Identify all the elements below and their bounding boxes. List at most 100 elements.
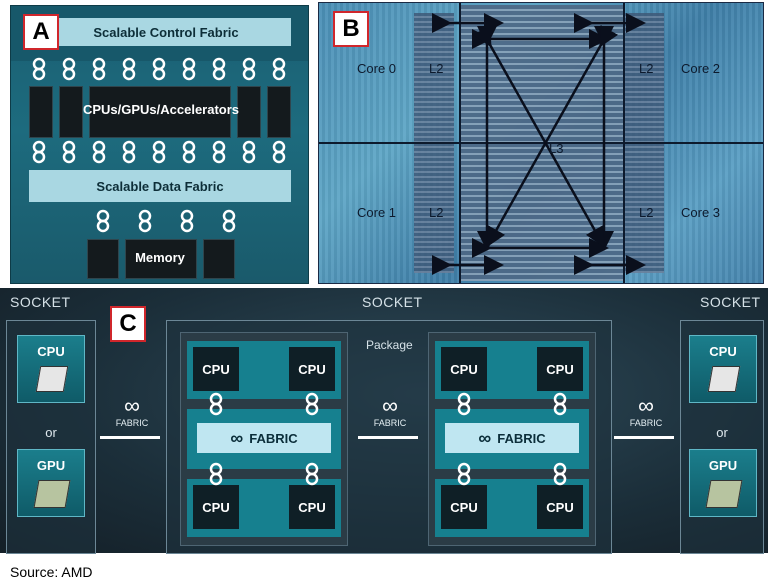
fabric-link-left: ∞ FABRIC <box>98 393 166 439</box>
cpu-chip-icon <box>35 366 69 392</box>
die-divider-left <box>459 3 461 283</box>
core0-label: Core 0 <box>357 61 397 76</box>
fabric-link-right: ∞ FABRIC <box>612 393 680 439</box>
compute-block <box>59 86 83 138</box>
link-row-2 <box>32 140 286 164</box>
gpu-card-label: GPU <box>708 458 738 473</box>
panel-b: Core 0 L2 L2 Core 2 L3 Core 1 L2 L2 Core… <box>318 2 764 284</box>
double-arrow-icon <box>614 436 674 439</box>
die-divider-right <box>623 3 625 283</box>
badge-c: C <box>110 306 146 342</box>
core2-label: Core 2 <box>681 61 721 76</box>
link-icon <box>553 462 567 486</box>
socket-left: CPU or GPU <box>6 320 96 554</box>
link-icon <box>209 462 223 486</box>
cpu-card-label: CPU <box>709 344 737 359</box>
infinity-icon: ∞ <box>230 427 244 448</box>
cpu-block: CPU <box>537 485 583 529</box>
package-links <box>209 392 319 486</box>
fabric-link-label: FABRIC <box>373 418 407 428</box>
link-icon <box>553 392 567 416</box>
compute-block <box>237 86 261 138</box>
l2-label: L2 <box>639 205 654 220</box>
double-arrow-icon <box>100 436 160 439</box>
link-icon <box>222 209 236 233</box>
link-icon <box>182 57 196 81</box>
socket-title-right: SOCKET <box>700 294 761 310</box>
cpu-block: CPU <box>193 347 239 391</box>
badge-a: A <box>23 14 59 50</box>
gpu-card-label: GPU <box>36 458 66 473</box>
link-row-3 <box>96 209 236 233</box>
cpu-card: CPU <box>17 335 85 403</box>
package-2: CPU CPU ∞ FABRIC CPU CPU <box>428 332 596 546</box>
link-icon <box>209 392 223 416</box>
fabric-link-label: FABRIC <box>115 418 149 428</box>
memory-block <box>203 239 235 279</box>
gpu-chip-icon <box>33 480 71 508</box>
link-icon <box>180 209 194 233</box>
infinity-icon: ∞ <box>478 427 492 448</box>
link-icon <box>122 140 136 164</box>
link-icon <box>272 57 286 81</box>
link-icon <box>32 57 46 81</box>
data-fabric-bar: Scalable Data Fabric <box>29 170 291 202</box>
gpu-card: GPU <box>689 449 757 517</box>
source-caption: Source: AMD <box>10 564 93 580</box>
link-icon <box>152 140 166 164</box>
l3-label: L3 <box>549 141 564 156</box>
core3-label: Core 3 <box>681 205 721 220</box>
package-label: Package <box>366 338 413 352</box>
link-icon <box>62 140 76 164</box>
infinity-icon: ∞ <box>382 393 398 418</box>
link-row-1 <box>32 57 286 81</box>
or-label: or <box>716 425 728 440</box>
package-1: CPU CPU ∞FABRIC CPU CPU <box>180 332 348 546</box>
badge-b: B <box>333 11 369 47</box>
package-links <box>457 392 567 486</box>
cpu-chip-icon <box>707 366 741 392</box>
link-icon <box>182 140 196 164</box>
link-icon <box>212 140 226 164</box>
link-icon <box>32 140 46 164</box>
package-fabric-bar: ∞ FABRIC <box>197 423 331 453</box>
infinity-icon: ∞ <box>638 393 654 418</box>
memory-block <box>87 239 119 279</box>
link-icon <box>138 209 152 233</box>
link-icon <box>152 57 166 81</box>
gpu-card: GPU <box>17 449 85 517</box>
compute-block-main <box>89 86 231 138</box>
memory-block-main <box>125 239 197 279</box>
link-icon <box>457 392 471 416</box>
socket-title-center: SOCKET <box>362 294 423 310</box>
cpu-card-label: CPU <box>37 344 65 359</box>
link-icon <box>122 57 136 81</box>
fabric-label: FABRIC <box>497 430 546 446</box>
fabric-link-label: FABRIC <box>629 418 663 428</box>
link-icon <box>212 57 226 81</box>
link-icon <box>242 140 256 164</box>
socket-title-left: SOCKET <box>10 294 71 310</box>
link-icon <box>92 140 106 164</box>
cpu-block: CPU <box>193 485 239 529</box>
panel-a: Scalable Control Fabric CPUs/GPUs/Accele… <box>10 5 309 284</box>
cpu-block: CPU <box>289 347 335 391</box>
l2-label: L2 <box>639 61 654 76</box>
fabric-label: FABRIC <box>249 430 298 446</box>
link-icon <box>305 462 319 486</box>
l2-label: L2 <box>429 61 444 76</box>
l2-label: L2 <box>429 205 444 220</box>
cpu-block: CPU <box>441 347 487 391</box>
cpu-block: CPU <box>441 485 487 529</box>
double-arrow-icon <box>358 436 418 439</box>
panel-c: SOCKET SOCKET SOCKET CPU or GPU CPU or G… <box>0 288 768 554</box>
cpu-card: CPU <box>689 335 757 403</box>
compute-block <box>29 86 53 138</box>
core1-label: Core 1 <box>357 205 397 220</box>
compute-block <box>267 86 291 138</box>
cpu-block: CPU <box>537 347 583 391</box>
infinity-icon: ∞ <box>124 393 140 418</box>
interconnect-arrows <box>432 13 646 275</box>
package-fabric-bar: ∞ FABRIC <box>445 423 579 453</box>
memory-label: Memory <box>135 250 185 265</box>
